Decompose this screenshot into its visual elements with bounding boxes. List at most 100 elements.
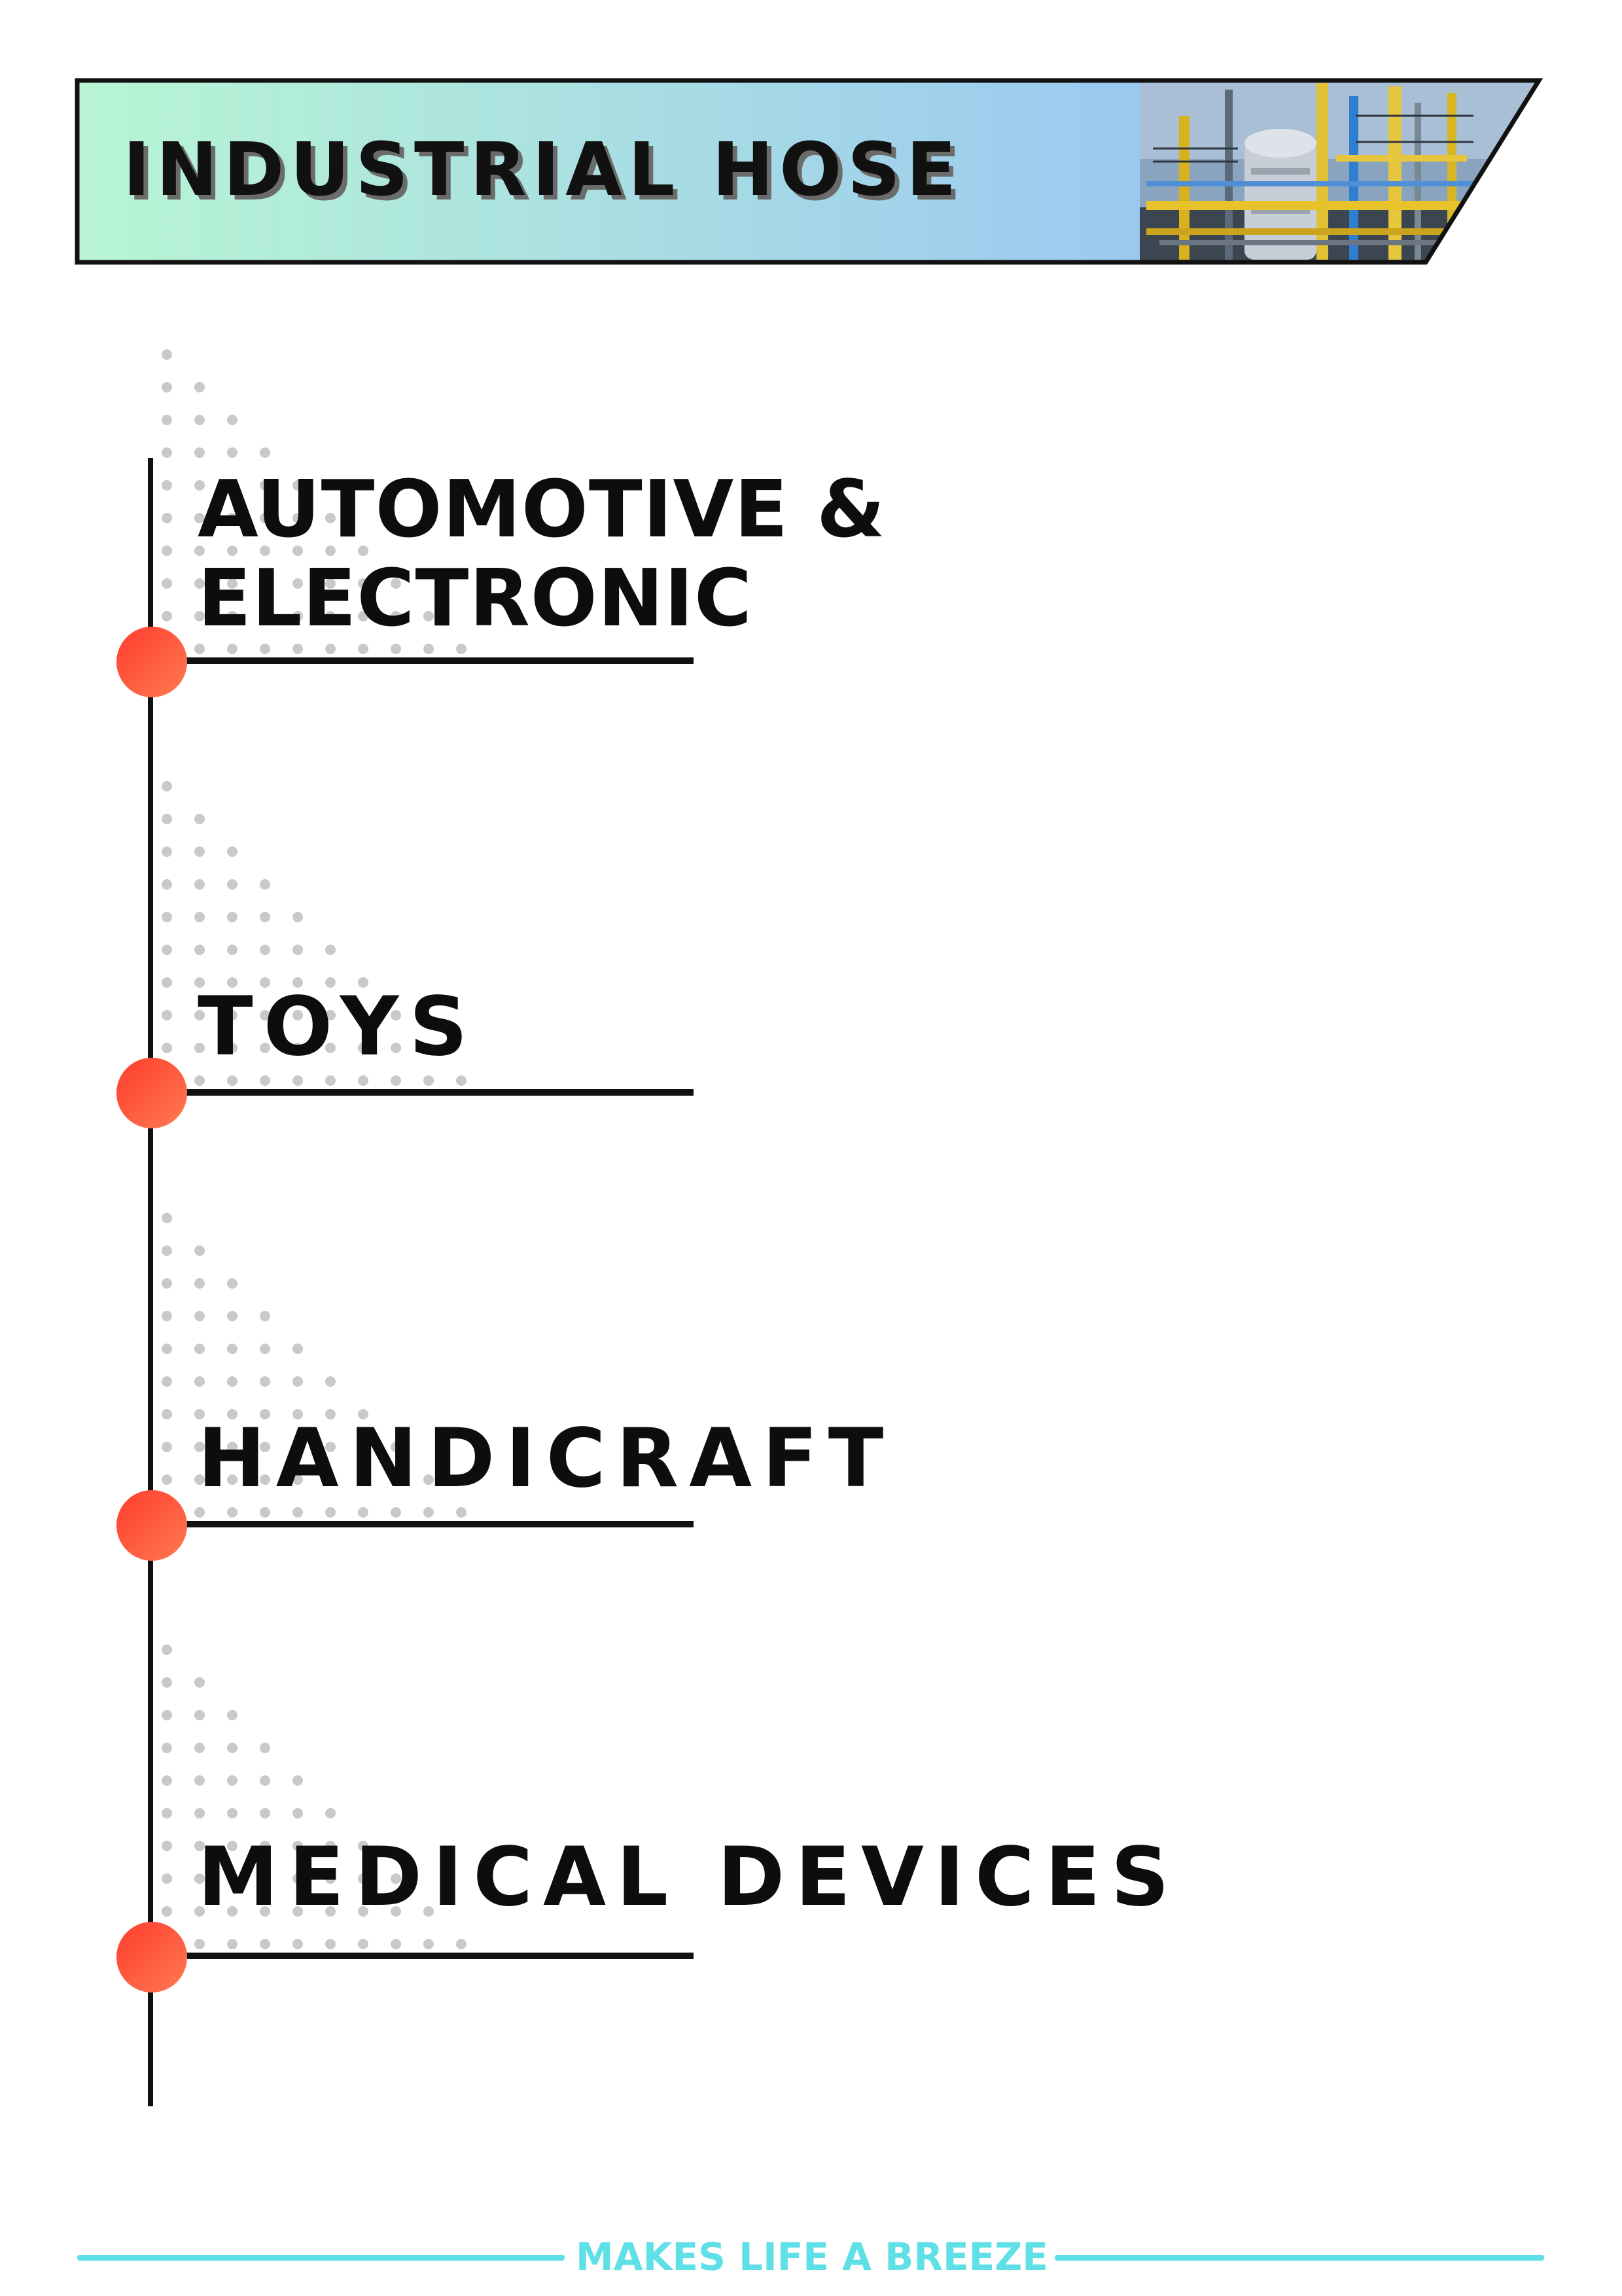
dot xyxy=(325,1939,336,1949)
dot xyxy=(194,1442,205,1452)
dot xyxy=(325,611,336,621)
dot xyxy=(325,644,336,654)
dot xyxy=(227,1743,238,1753)
dot xyxy=(162,846,172,857)
dot xyxy=(260,977,270,988)
dot xyxy=(358,1906,368,1917)
dot xyxy=(292,1043,303,1053)
footer-rule-right xyxy=(1055,2255,1544,2261)
dot xyxy=(423,1939,434,1949)
dot xyxy=(358,1507,368,1518)
dot xyxy=(227,1808,238,1818)
dot xyxy=(162,415,172,425)
dot xyxy=(162,447,172,458)
dot xyxy=(227,644,238,654)
dot xyxy=(194,578,205,589)
dot xyxy=(194,1710,205,1720)
dot xyxy=(194,1245,205,1256)
dot xyxy=(325,1043,336,1053)
dot xyxy=(456,1507,467,1518)
dot xyxy=(162,1743,172,1753)
dot xyxy=(227,1043,238,1053)
dot xyxy=(391,1043,401,1053)
dot xyxy=(260,1409,270,1419)
timeline-marker xyxy=(116,1922,187,1992)
dot xyxy=(325,1474,336,1485)
dot xyxy=(162,879,172,890)
dot xyxy=(227,945,238,955)
dot xyxy=(260,1442,270,1452)
dot xyxy=(260,1075,270,1086)
dot xyxy=(194,879,205,890)
dot xyxy=(194,1344,205,1354)
dot xyxy=(358,578,368,589)
dot xyxy=(194,846,205,857)
dot xyxy=(292,513,303,523)
dot xyxy=(162,1442,172,1452)
dot xyxy=(358,977,368,988)
dot xyxy=(162,382,172,392)
dot xyxy=(358,1409,368,1419)
dot xyxy=(260,578,270,589)
dot xyxy=(194,447,205,458)
dot xyxy=(260,879,270,890)
dot xyxy=(260,480,270,491)
dot-pattern xyxy=(154,347,494,661)
dot xyxy=(162,1010,172,1020)
dot xyxy=(292,1507,303,1518)
dot xyxy=(260,1775,270,1786)
header-banner: INDUSTRIAL HOSE xyxy=(73,77,1552,266)
timeline-axis xyxy=(148,458,153,2106)
dot xyxy=(194,1075,205,1086)
timeline-marker xyxy=(116,1490,187,1561)
dot xyxy=(456,1075,467,1086)
dot xyxy=(162,480,172,491)
dot xyxy=(227,1906,238,1917)
dot xyxy=(194,1906,205,1917)
dot xyxy=(194,382,205,392)
dot xyxy=(358,546,368,556)
dot xyxy=(260,644,270,654)
dot xyxy=(260,945,270,955)
dot xyxy=(227,1442,238,1452)
dot xyxy=(423,1075,434,1086)
dot xyxy=(292,1841,303,1851)
dot xyxy=(194,1409,205,1419)
dot xyxy=(423,1507,434,1518)
dot xyxy=(162,1775,172,1786)
dot xyxy=(260,1376,270,1387)
dot xyxy=(227,1939,238,1949)
dot xyxy=(292,1906,303,1917)
dot xyxy=(456,644,467,654)
header-frame xyxy=(75,78,1543,265)
dot xyxy=(358,1841,368,1851)
dot xyxy=(227,611,238,621)
dot xyxy=(162,1644,172,1655)
dot xyxy=(194,814,205,824)
dot xyxy=(260,1474,270,1485)
item-underline xyxy=(183,1089,694,1096)
dot xyxy=(260,1743,270,1753)
dot xyxy=(423,1906,434,1917)
dot xyxy=(194,513,205,523)
dot-pattern xyxy=(154,1642,494,1956)
dot xyxy=(227,879,238,890)
dot-pattern xyxy=(154,1210,494,1524)
dot xyxy=(292,1775,303,1786)
dot xyxy=(227,546,238,556)
dot xyxy=(227,513,238,523)
dot xyxy=(260,1344,270,1354)
item-underline xyxy=(183,1521,694,1527)
timeline-item-label: AUTOMOTIVE & ELECTRONIC xyxy=(198,464,886,644)
dot xyxy=(194,480,205,491)
dot xyxy=(325,1906,336,1917)
dot xyxy=(227,480,238,491)
dot xyxy=(162,977,172,988)
dot xyxy=(194,1677,205,1688)
item-underline xyxy=(183,1953,694,1959)
dot xyxy=(227,1311,238,1321)
dot xyxy=(162,912,172,922)
dot xyxy=(194,1474,205,1485)
dot xyxy=(292,1442,303,1452)
dot xyxy=(391,644,401,654)
